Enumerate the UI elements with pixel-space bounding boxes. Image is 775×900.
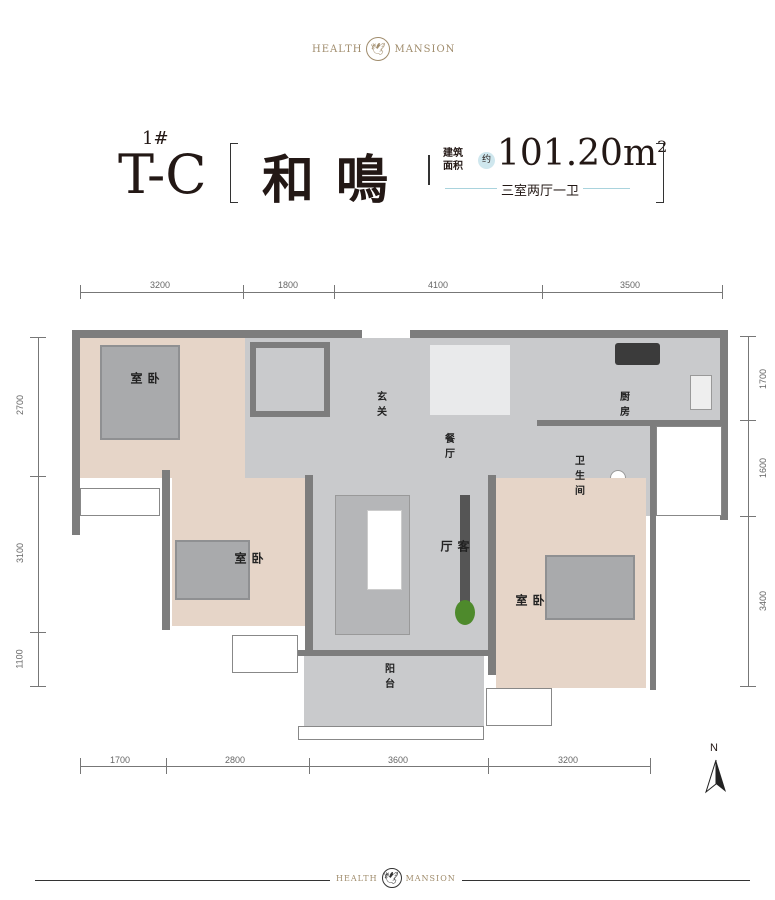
area-label-2: 面积: [443, 161, 463, 172]
dim-line-left: [38, 337, 39, 686]
dim-bottom-3: 3600: [388, 755, 409, 765]
bathroom-shaft: [656, 426, 722, 516]
north-label: N: [710, 742, 718, 754]
dim-bottom-1: 1700: [110, 755, 131, 765]
footer-brand-left: HEALTH: [336, 873, 378, 883]
label-living: 客厅: [439, 540, 470, 556]
plant-icon: [455, 600, 475, 625]
ac-platform-3: [80, 488, 160, 516]
divider: [428, 155, 430, 185]
balcony-floor: [304, 656, 484, 726]
label-balcony: 阳台: [385, 664, 395, 690]
label-bedroom-1: 卧室: [129, 372, 160, 388]
area-unit-sup: 2: [657, 137, 668, 156]
brand-right: MANSION: [394, 43, 456, 55]
label-kitchen: 厨房: [620, 392, 630, 418]
dim-bottom-2: 2800: [225, 755, 246, 765]
tv-cabinet: [460, 495, 470, 615]
dining-table: [430, 345, 510, 415]
label-foyer: 玄关: [377, 392, 387, 418]
brand-left: HEALTH: [312, 43, 363, 55]
building-number: 1#: [142, 128, 169, 149]
label-bathroom: 卫生间: [575, 456, 585, 497]
footer-bird-logo-icon: 🕊: [381, 868, 402, 888]
dim-right-3: 3400: [758, 590, 769, 612]
dim-line-top: [80, 292, 722, 293]
dim-line-bottom: [80, 766, 650, 767]
ac-platform-1: [232, 635, 298, 673]
dim-top-4: 3500: [620, 280, 641, 290]
balcony-window: [298, 726, 484, 740]
bed-2: [175, 540, 250, 600]
storage-room: [250, 342, 330, 417]
dim-left-3: 1100: [14, 649, 25, 669]
area-value: 101.20m2: [497, 133, 667, 174]
sink-icon: [690, 375, 712, 410]
bed-master: [545, 555, 635, 620]
bird-logo-icon: 🕊: [366, 37, 391, 61]
dim-right-2: 1600: [758, 457, 769, 479]
bracket-left: [230, 143, 238, 203]
approx-badge: 约: [478, 152, 495, 169]
area-number: 101.20m: [497, 133, 658, 174]
dim-bottom-4: 3200: [558, 755, 579, 765]
label-bedroom-3: 卧室: [514, 594, 545, 610]
footer-logo: HEALTH 🕊 MANSION: [330, 868, 462, 888]
dim-top-2: 1800: [278, 280, 299, 290]
footer-brand-right: MANSION: [405, 873, 456, 883]
dim-top-3: 4100: [428, 280, 449, 290]
area-label: 建筑 面积: [443, 147, 463, 173]
bed-1: [100, 345, 180, 440]
unit-code: T-C: [118, 143, 207, 206]
ac-platform-2: [486, 688, 552, 726]
north-arrow-icon: [705, 759, 726, 794]
label-bedroom-2: 卧室: [233, 552, 264, 568]
area-label-1: 建筑: [443, 148, 463, 159]
label-dining: 餐厅: [445, 434, 455, 460]
bracket-right: [656, 143, 664, 203]
dim-line-right: [748, 336, 749, 686]
stove-icon: [615, 343, 660, 365]
dim-left-2: 3100: [15, 542, 26, 564]
dim-right-1: 1700: [758, 368, 769, 390]
dim-left-1: 2700: [15, 394, 26, 416]
coffee-table: [367, 510, 402, 590]
unit-name: 和鳴: [262, 150, 411, 211]
brand-logo: HEALTH 🕊 MANSION: [312, 37, 455, 61]
dim-top-1: 3200: [150, 280, 171, 290]
layout-summary: 三室两厅一卫: [497, 180, 584, 199]
